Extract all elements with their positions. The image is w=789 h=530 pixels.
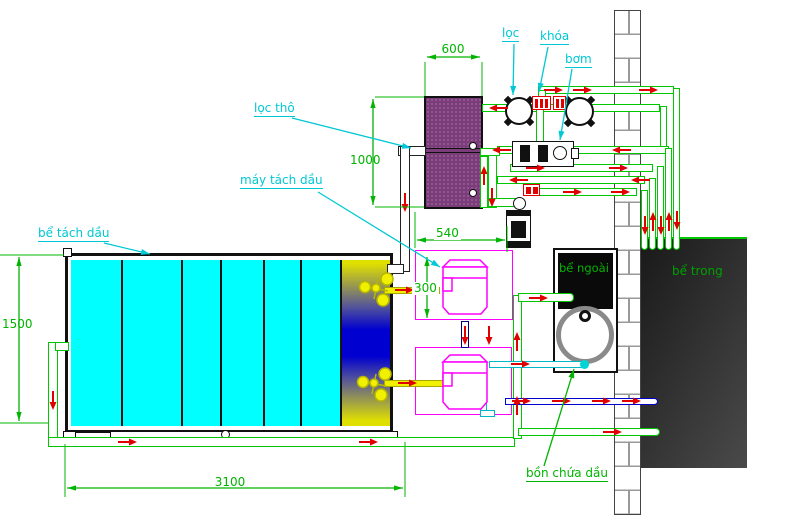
- pump-2-inlet: [513, 197, 526, 210]
- pump-2: [506, 210, 531, 248]
- dimension-arrow: [16, 257, 22, 266]
- pipe: [518, 428, 660, 436]
- dimension-arrow: [370, 196, 376, 205]
- oil-skimmer-valve: [356, 367, 392, 402]
- pump: [512, 141, 579, 167]
- label-pump: bơm: [565, 52, 592, 69]
- pipe: [461, 321, 469, 348]
- dimension-arrow: [496, 237, 505, 243]
- dim-top-width: 600: [441, 42, 465, 56]
- pipe: [538, 86, 674, 94]
- pipe: [489, 361, 583, 368]
- oil-separator-machine-2: [441, 354, 489, 410]
- pipe: [538, 188, 637, 196]
- dim-tank-width: 3100: [214, 475, 246, 489]
- leader-arrowhead: [510, 85, 517, 95]
- oil-separator-machine-1: [441, 259, 489, 315]
- label-oil-separation-tank: bể tách dầu: [38, 226, 110, 243]
- valve-coupling: [523, 184, 540, 196]
- dimension-arrow: [417, 237, 426, 243]
- label-filter: lọc: [502, 26, 520, 43]
- tank-divider: [300, 260, 302, 426]
- coarse-filter: [424, 96, 483, 209]
- tank-water-section: [71, 260, 340, 426]
- outer-tank-unit: [553, 248, 618, 373]
- tank-divider: [220, 260, 222, 426]
- pipe: [673, 88, 680, 250]
- dimension-arrow: [370, 99, 376, 108]
- tank-divider: [263, 260, 265, 426]
- pipe-outlet-dot: [580, 360, 589, 369]
- pipe: [518, 293, 574, 302]
- strainer-filter: [563, 95, 596, 128]
- leader-line: [543, 368, 575, 467]
- pipe: [660, 106, 667, 150]
- dimension-arrow: [67, 485, 76, 491]
- wall-brick-joints: [628, 11, 630, 514]
- strainer-filter: [503, 95, 535, 127]
- dim-filter-height: 1000: [350, 153, 381, 167]
- tank-divider: [340, 260, 342, 426]
- drum-cap: [579, 310, 591, 322]
- pipe: [641, 190, 648, 250]
- label-inner-tank: bể trong: [672, 264, 723, 278]
- leader-line: [512, 43, 515, 96]
- leader-line: [291, 117, 412, 149]
- filter-port: [469, 142, 477, 150]
- dim-mid-width: 540: [434, 226, 461, 241]
- pipe: [398, 146, 426, 156]
- pipe: [48, 342, 58, 442]
- label-valve: khóa: [540, 29, 570, 46]
- label-oil-separator-machine: máy tách dầu: [240, 173, 323, 190]
- pipe: [497, 176, 645, 184]
- coarse-filter-divider: [425, 148, 482, 153]
- pipe: [649, 178, 656, 250]
- oil-separation-tank: [65, 253, 393, 433]
- pipe: [510, 164, 653, 172]
- pipe: [536, 108, 544, 144]
- label-coarse-filter: lọc thô: [254, 101, 295, 118]
- dimension-arrow: [16, 412, 22, 421]
- tank-divider: [181, 260, 183, 426]
- leader-arrowhead: [558, 130, 565, 140]
- pipe: [665, 148, 672, 250]
- dimension-arrow: [394, 485, 403, 491]
- pipe: [48, 437, 515, 447]
- dim-tank-height: 1500: [2, 317, 33, 331]
- valve-coupling: [553, 96, 566, 110]
- filter-port: [469, 189, 477, 197]
- valve-coupling: [532, 96, 551, 110]
- pipe: [480, 148, 500, 156]
- pipe: [480, 156, 488, 208]
- label-outer-tank: bể ngoài: [559, 261, 609, 275]
- pipe: [657, 166, 664, 250]
- tank-corner-fitting: [63, 248, 72, 257]
- dim-separator-height: 300: [412, 281, 439, 296]
- pipe: [505, 398, 658, 405]
- oil-skimmer-valve: [358, 272, 394, 307]
- pipe: [480, 410, 495, 417]
- pipe: [400, 146, 410, 272]
- label-oil-storage-tank: bồn chứa dầu: [526, 466, 608, 483]
- pipe: [55, 342, 69, 351]
- tank-divider: [121, 260, 123, 426]
- flow-arrow-head: [485, 337, 493, 345]
